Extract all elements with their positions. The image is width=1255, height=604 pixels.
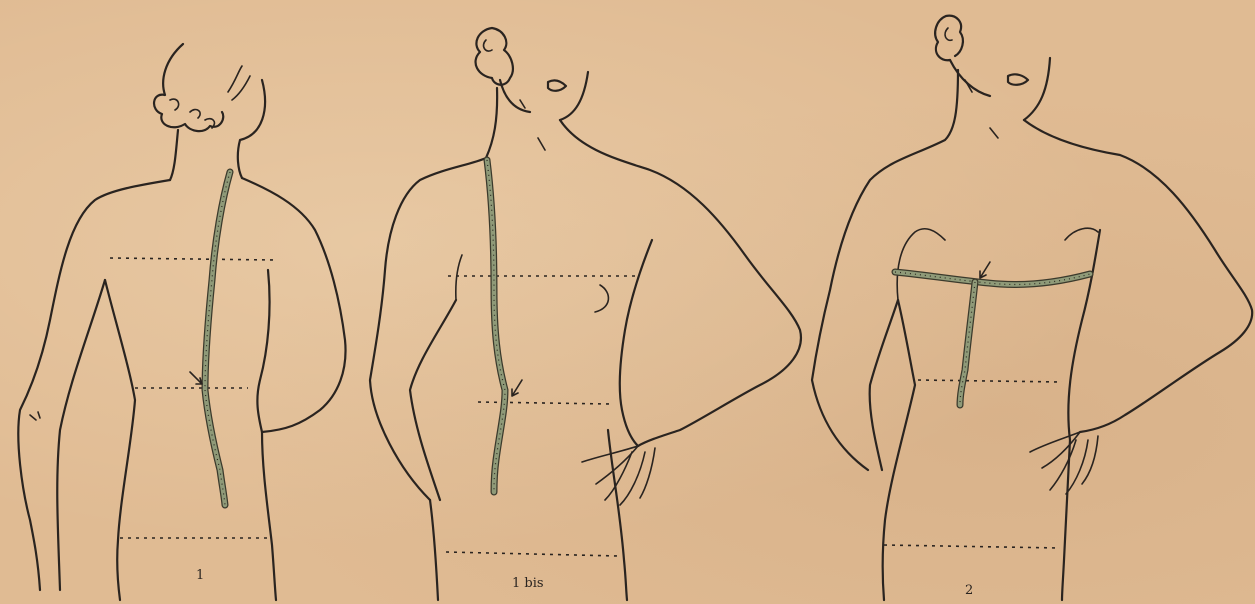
figure-1-torso-left bbox=[105, 280, 135, 600]
figure-2-neck-marks bbox=[965, 80, 998, 138]
figure-1bis-hip-line bbox=[446, 552, 618, 556]
figure-1-tape bbox=[205, 172, 230, 505]
figure-2-torso-left bbox=[883, 300, 915, 600]
figure-1bis-side-view bbox=[370, 28, 801, 600]
figure-1bis-face bbox=[500, 72, 588, 120]
figure-1-elbow-mark bbox=[30, 412, 40, 420]
figure-2-right-shoulder-arm bbox=[1024, 120, 1252, 432]
figure-2-left-inner-arm bbox=[870, 300, 898, 470]
figure-1bis-hand bbox=[582, 446, 655, 505]
figure-1bis-inner-arm bbox=[410, 300, 456, 500]
figure-1-right-inner-arm bbox=[257, 270, 269, 432]
figure-1-left-inner-arm bbox=[57, 280, 105, 590]
figure-1bis-bust bbox=[595, 285, 608, 312]
figure-1bis-hair bbox=[476, 28, 513, 85]
figure-2-caption: 2 bbox=[965, 583, 973, 598]
figure-2-bust-arrow bbox=[980, 262, 990, 278]
figure-2-face bbox=[950, 58, 1050, 120]
figure-1-back-view bbox=[18, 44, 345, 600]
figure-1bis-waist-line bbox=[478, 402, 610, 404]
figure-1bis-ear bbox=[484, 40, 492, 51]
figure-2-bust bbox=[897, 228, 1098, 300]
figure-1bis-caption: 1 bis bbox=[512, 576, 544, 591]
figure-1-left-arm bbox=[18, 180, 170, 590]
figure-1-waist-arrow bbox=[190, 372, 202, 384]
figure-2-hair bbox=[935, 16, 963, 61]
figure-1-torso-right bbox=[262, 432, 276, 600]
figure-2-hand bbox=[1030, 432, 1098, 494]
figure-1bis-front-lower bbox=[608, 430, 627, 600]
figure-1bis-neck-back bbox=[370, 88, 497, 500]
figure-1bis-chest-curve bbox=[456, 255, 462, 300]
figure-1bis-collarbone bbox=[520, 100, 545, 150]
figure-1bis-forearm-inner bbox=[620, 240, 652, 446]
figure-1bis-shoulder-front bbox=[560, 120, 801, 446]
figure-1-neck bbox=[170, 80, 265, 180]
figure-1-hair bbox=[154, 44, 223, 131]
figure-2-hip-line bbox=[884, 545, 1060, 548]
figure-2-right-forearm bbox=[1068, 230, 1100, 440]
figure-2-left-shoulder bbox=[812, 70, 958, 470]
figure-1-bust-line bbox=[110, 258, 275, 260]
figure-2-mouth bbox=[1008, 74, 1028, 84]
figure-1-hair-curls bbox=[170, 66, 250, 128]
figure-1bis-waist-arrow bbox=[512, 380, 522, 396]
figure-1-caption: 1 bbox=[196, 568, 204, 583]
figure-1bis-back-lower bbox=[430, 500, 438, 600]
figure-1bis-mouth bbox=[548, 80, 566, 90]
figure-2-front-view bbox=[812, 16, 1252, 600]
figure-2-ear bbox=[945, 28, 952, 40]
figure-2-waist-line bbox=[918, 380, 1062, 382]
